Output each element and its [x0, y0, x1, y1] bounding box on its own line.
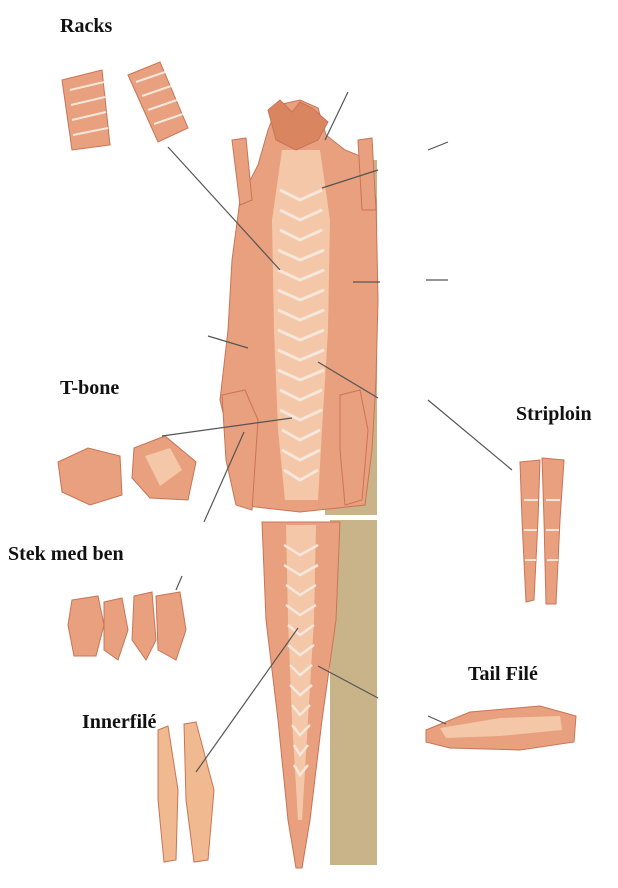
tail-file-cut [426, 706, 576, 750]
leader-head [325, 92, 348, 140]
leader-stek-small [176, 576, 182, 590]
label-tail-file: Tail Filé [468, 664, 538, 684]
leader-tail-file-right [428, 716, 446, 724]
label-t-bone: T-bone [60, 378, 119, 398]
leader-striploin-right [428, 400, 512, 470]
racks-cut [62, 62, 188, 150]
label-stek-med-ben: Stek med ben [8, 544, 124, 564]
label-innerfile: Innerfilé [82, 712, 156, 732]
striploin-cut [520, 458, 564, 604]
carcass-tail [262, 522, 340, 868]
label-racks: Racks [60, 16, 112, 36]
label-striploin: Striploin [516, 404, 592, 424]
carcass-front [220, 100, 378, 512]
leader-top-right [428, 142, 448, 150]
t-bone-cut [58, 436, 196, 505]
innerfile-cut [158, 722, 214, 862]
stek-med-ben-cut [68, 592, 186, 660]
